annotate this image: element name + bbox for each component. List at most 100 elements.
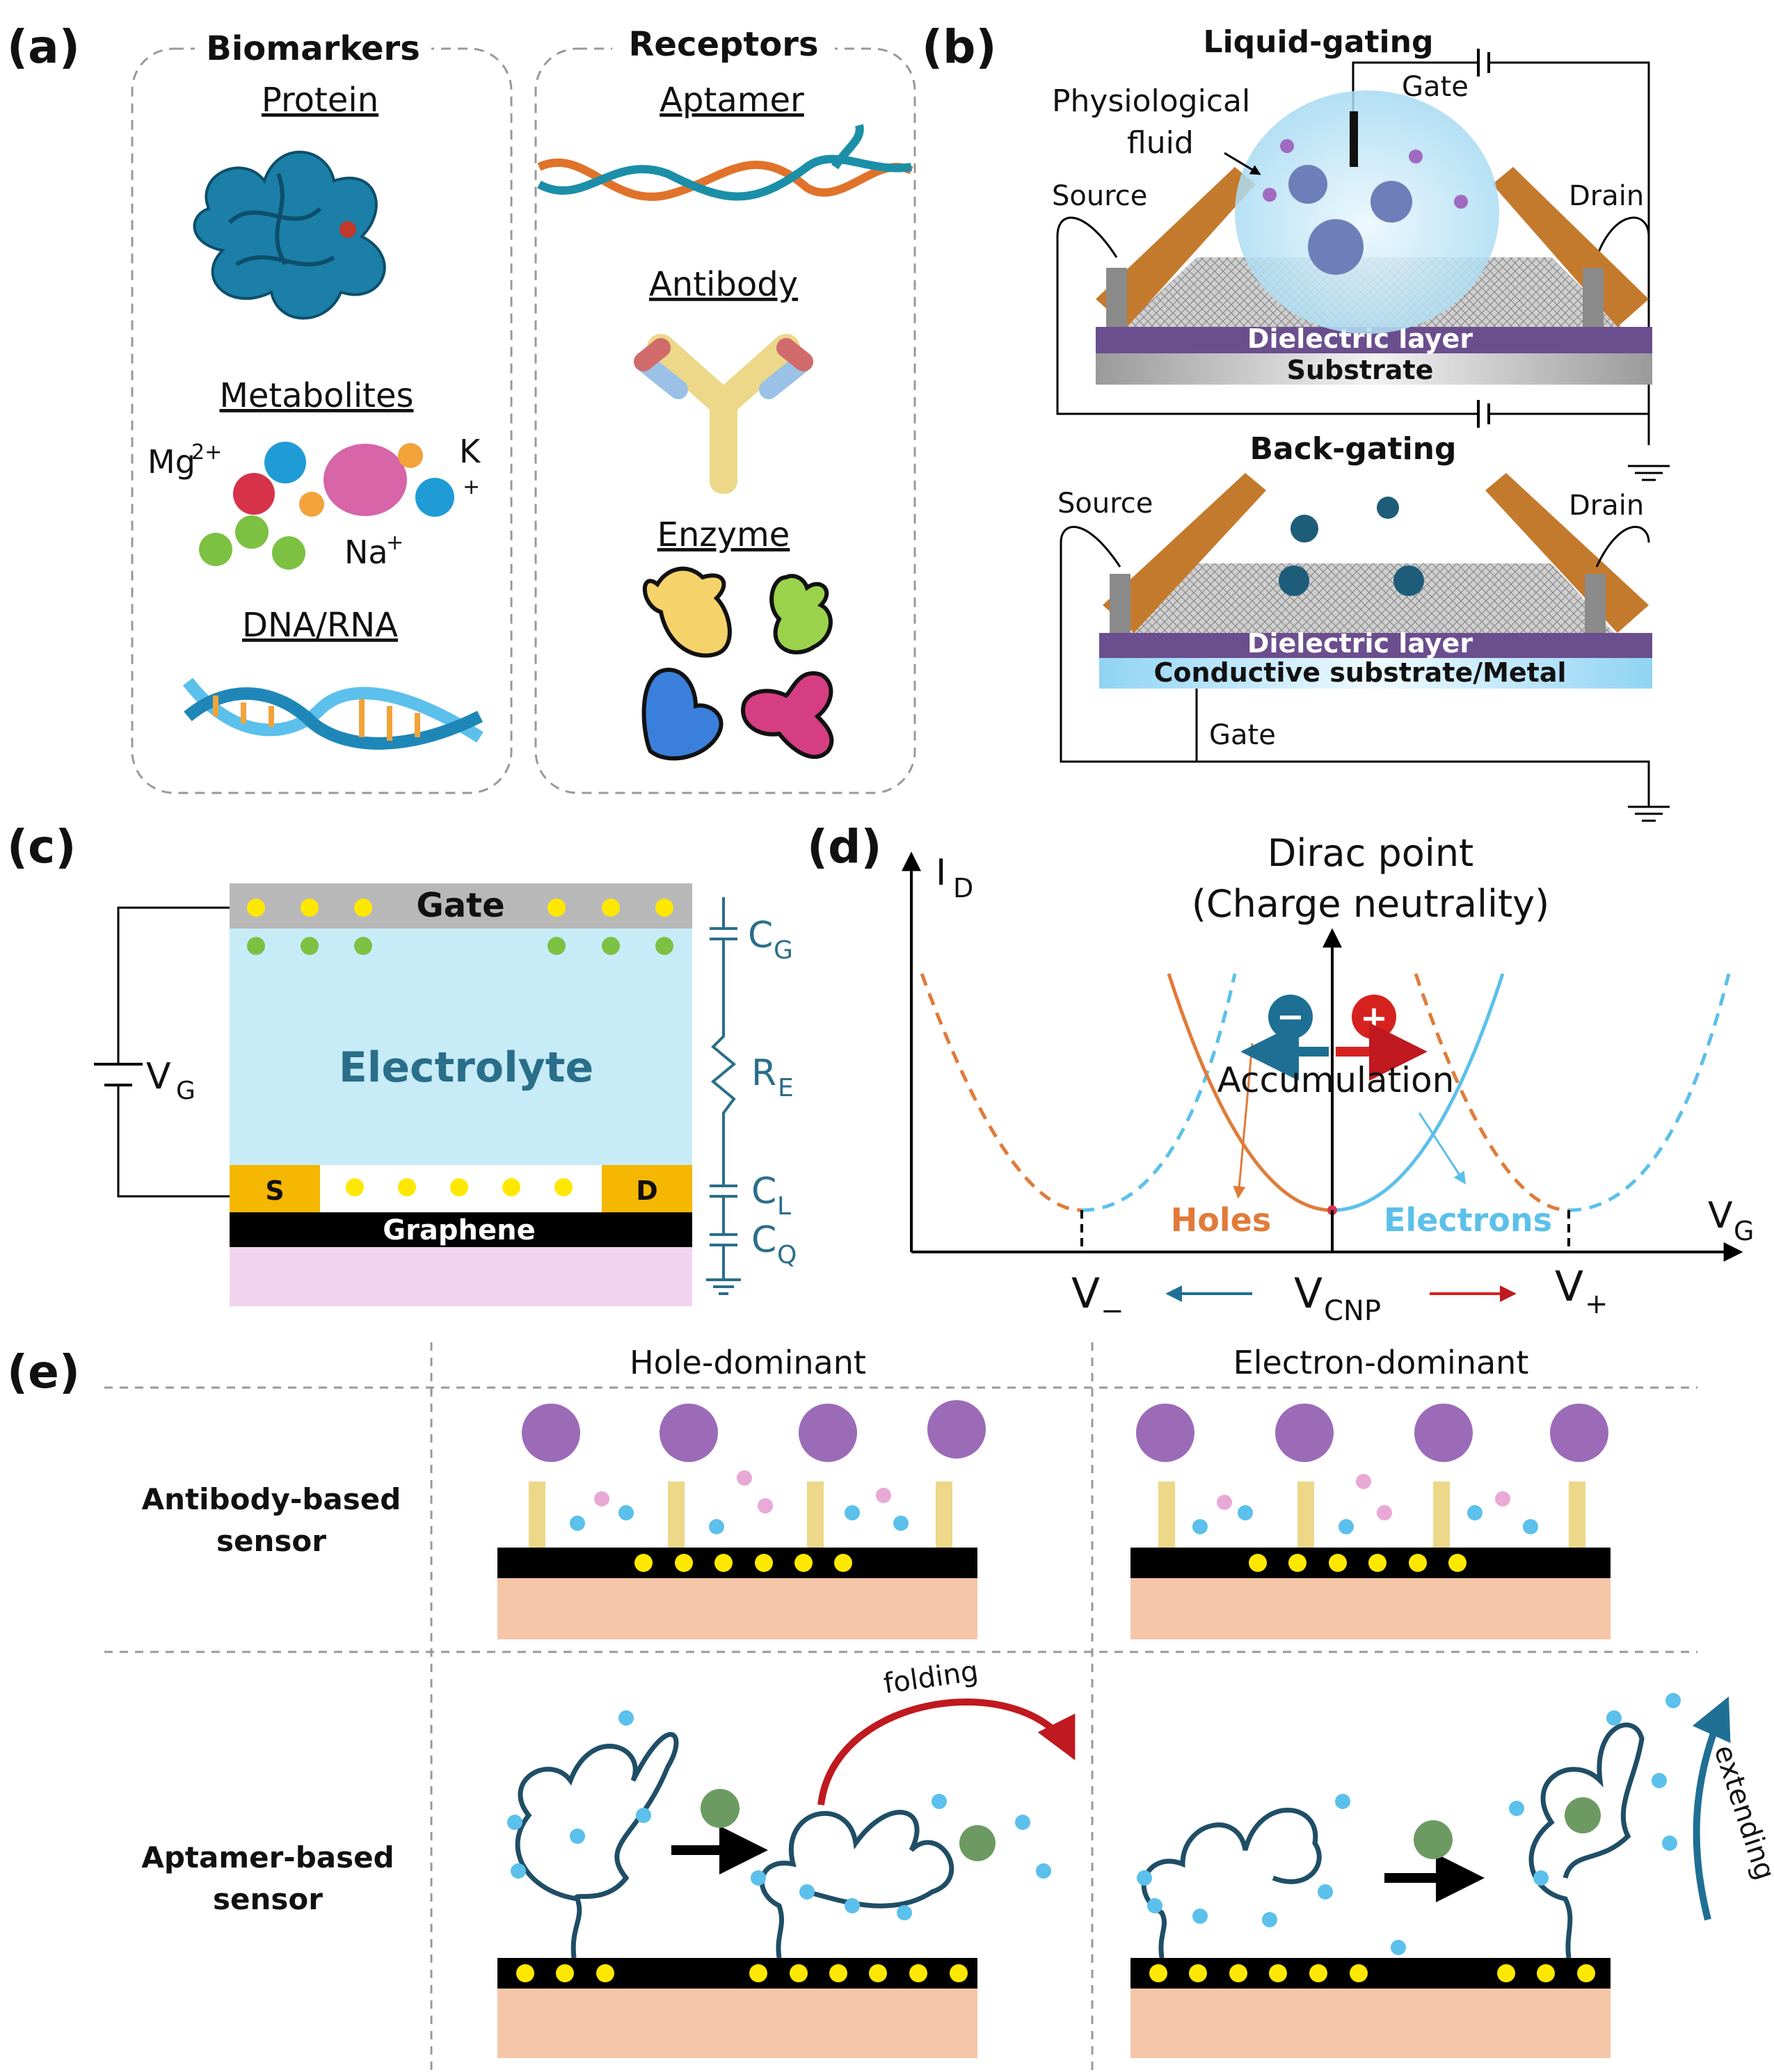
folding-label: folding bbox=[881, 1655, 980, 1701]
aptamer-sensor-hole bbox=[497, 1698, 1076, 2058]
accumulation-label: Accumulation bbox=[1217, 1060, 1455, 1100]
electrolyte-layer bbox=[230, 929, 692, 1165]
vg-sub: G bbox=[176, 1077, 195, 1105]
liquid-source-label: Source bbox=[1052, 180, 1147, 212]
biomarkers-box bbox=[131, 47, 513, 794]
vg-label: V bbox=[146, 1056, 171, 1098]
source-electrode bbox=[1096, 167, 1256, 327]
panel-d: (d) I D V G Dirac point (Charge neutrali… bbox=[807, 820, 1754, 1327]
row-aptamer-line1: Aptamer-based bbox=[141, 1840, 394, 1874]
liquid-substrate bbox=[1096, 353, 1652, 385]
back-substrate bbox=[1099, 658, 1652, 689]
row-antibody-line2: sensor bbox=[216, 1524, 326, 1558]
v-plus-label: V bbox=[1555, 1262, 1583, 1311]
re-label: R bbox=[751, 1052, 776, 1094]
back-drain-label: Drain bbox=[1569, 490, 1644, 522]
protein-label: Protein bbox=[262, 81, 378, 120]
panel-a-label: (a) bbox=[7, 20, 80, 74]
panel-e-label: (e) bbox=[7, 1345, 80, 1399]
electrons-label: Electrons bbox=[1384, 1201, 1552, 1239]
protein-icon bbox=[193, 150, 386, 320]
graphene-layer bbox=[230, 1212, 692, 1247]
row-antibody-line1: Antibody-based bbox=[142, 1482, 401, 1516]
curve-center-electrons bbox=[1332, 973, 1505, 1212]
substrate-layer bbox=[230, 1247, 692, 1306]
antibody-icon bbox=[634, 334, 813, 494]
fluid-label-line2: fluid bbox=[1127, 125, 1194, 161]
panel-e: (e) Hole-dominant Electron-dominant Anti… bbox=[7, 1342, 1774, 2072]
v-minus-sub: − bbox=[1101, 1295, 1124, 1327]
panel-b: (b) Liquid-gating Gate Physiological flu… bbox=[922, 20, 1670, 822]
extending-label: extending bbox=[1708, 1742, 1774, 1884]
curve-left-holes bbox=[920, 973, 1082, 1212]
enzyme-label: Enzyme bbox=[657, 515, 790, 554]
cg-sub: G bbox=[774, 936, 793, 965]
source-contact bbox=[230, 1165, 320, 1212]
dirac-title-line2: (Charge neutrality) bbox=[1192, 882, 1549, 926]
cl-sub: L bbox=[777, 1192, 791, 1221]
metabolites-label: Metabolites bbox=[219, 376, 413, 415]
antibody-label: Antibody bbox=[649, 265, 798, 304]
y-axis-sub: D bbox=[953, 873, 973, 904]
ion-k-sup: + bbox=[463, 475, 480, 499]
fluid-label-line1: Physiological bbox=[1052, 83, 1250, 119]
holes-label: Holes bbox=[1171, 1201, 1271, 1239]
aptamer-sensor-electron bbox=[1130, 1693, 1731, 2058]
antibody-sensor-hole bbox=[497, 1400, 986, 1639]
v-plus-sub: + bbox=[1585, 1288, 1608, 1320]
ion-na-sup: + bbox=[386, 531, 403, 555]
biomarker-proteins bbox=[1263, 139, 1468, 275]
v-cnp-label: V bbox=[1294, 1269, 1322, 1318]
panel-d-label: (d) bbox=[807, 820, 882, 874]
back-gate-label: Gate bbox=[1209, 719, 1276, 751]
gate-charges bbox=[247, 899, 673, 1196]
back-dielectric-label: Dielectric layer bbox=[1247, 628, 1473, 659]
ion-mg-sup: 2+ bbox=[191, 440, 222, 465]
back-gating-title: Back-gating bbox=[1250, 431, 1457, 467]
ion-na: Na bbox=[344, 533, 388, 571]
dna-label: DNA/RNA bbox=[242, 606, 398, 645]
liquid-substrate-label: Substrate bbox=[1287, 355, 1434, 385]
curve-left-electrons bbox=[1081, 973, 1237, 1212]
liquid-drain-label: Drain bbox=[1569, 180, 1644, 212]
liquid-gate-label: Gate bbox=[1402, 71, 1469, 103]
cg-label: C bbox=[748, 915, 773, 956]
dirac-title-line1: Dirac point bbox=[1268, 831, 1473, 875]
dna-icon bbox=[182, 677, 484, 750]
receptors-title: Receptors bbox=[628, 25, 818, 64]
plus-sign: + bbox=[1360, 999, 1388, 1038]
equivalent-circuit bbox=[706, 897, 741, 1295]
curve-right-electrons bbox=[1568, 973, 1731, 1212]
back-graphene-sheet bbox=[1130, 563, 1614, 633]
back-substrate-label: Conductive substrate/Metal bbox=[1153, 657, 1566, 688]
panel-c: (c) Gate Electrolyte Graphene S D V G C … bbox=[7, 820, 797, 1306]
cl-label: C bbox=[751, 1171, 776, 1212]
panel-c-label: (c) bbox=[7, 820, 76, 874]
back-biomarkers bbox=[1279, 497, 1424, 596]
ion-k: K bbox=[459, 433, 481, 470]
drain-contact bbox=[602, 1165, 692, 1212]
panel-b-label: (b) bbox=[922, 20, 997, 74]
x-axis-sub: G bbox=[1734, 1216, 1754, 1246]
graphene-label: Graphene bbox=[383, 1214, 535, 1246]
enzyme-icon bbox=[641, 566, 834, 761]
cq-label: C bbox=[751, 1219, 776, 1261]
cq-sub: Q bbox=[777, 1241, 797, 1269]
source-contact-label: S bbox=[265, 1175, 284, 1206]
back-source-label: Source bbox=[1057, 488, 1153, 520]
col-electron-dominant: Electron-dominant bbox=[1233, 1344, 1529, 1381]
panel-a: (a) Biomarkers Receptors Protein Metabol… bbox=[7, 20, 916, 794]
v-cnp-sub: CNP bbox=[1324, 1295, 1381, 1327]
antibody-sensor-electron bbox=[1130, 1404, 1611, 1639]
aptamer-icon bbox=[537, 124, 913, 201]
re-sub: E bbox=[778, 1074, 794, 1102]
col-hole-dominant: Hole-dominant bbox=[630, 1344, 866, 1381]
row-aptamer-line2: sensor bbox=[213, 1882, 323, 1916]
physiological-fluid-dome bbox=[1235, 90, 1499, 334]
minus-sign: − bbox=[1277, 997, 1304, 1036]
metabolites-icon: Mg 2+ K + Na + bbox=[147, 433, 481, 571]
receptors-box bbox=[534, 47, 916, 794]
back-dielectric bbox=[1099, 633, 1652, 658]
x-axis-label: V bbox=[1708, 1195, 1733, 1237]
